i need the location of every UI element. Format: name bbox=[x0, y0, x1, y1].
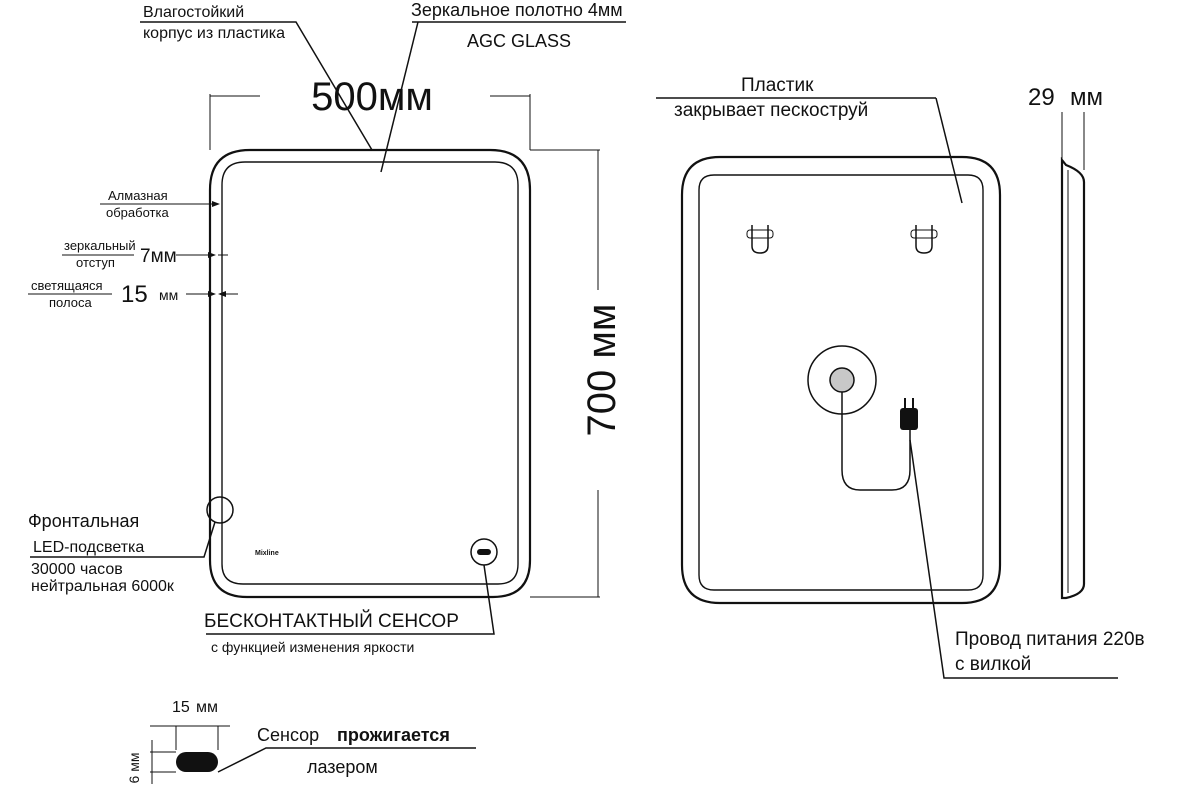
back-sensor-core bbox=[829, 367, 855, 393]
hanger-right bbox=[910, 225, 938, 254]
housing-label-line2: корпус из пластика bbox=[143, 25, 285, 42]
glow-label-line1: светящаяся bbox=[31, 278, 103, 293]
back-view: Пластик закрывает пескоструй Провод пита… bbox=[656, 75, 1145, 679]
width-dimension-label: 500мм bbox=[311, 75, 433, 119]
led-detail-circle bbox=[206, 496, 234, 524]
sensor-detail-text-a: Сенсор bbox=[257, 725, 319, 745]
depth-value: 29 bbox=[1028, 84, 1055, 111]
brand-mark: Mixline bbox=[255, 550, 279, 557]
touch-sensor-icon bbox=[477, 549, 491, 555]
plastic-label-line2: закрывает пескоструй bbox=[674, 100, 868, 121]
glow-label-line2: полоса bbox=[49, 295, 92, 310]
sensor-width-value: 15 bbox=[172, 699, 190, 716]
glow-unit: мм bbox=[159, 287, 178, 303]
side-profile bbox=[1060, 156, 1086, 600]
front-mirror-outer-frame bbox=[208, 148, 532, 599]
led-label-line1: Фронтальная bbox=[28, 511, 139, 531]
sensor-detail: 15 мм 6 мм Сенсор прожигается лазером bbox=[126, 699, 476, 784]
diamond-label-line1: Алмазная bbox=[108, 188, 168, 203]
mirror-offset-label-line1: зеркальный bbox=[64, 238, 136, 253]
led-label-line3: 30000 часов bbox=[31, 561, 123, 578]
cable-label-line2: с вилкой bbox=[955, 654, 1031, 675]
led-label-line2: LED-подсветка bbox=[33, 539, 144, 556]
front-view: 500мм 700 мм Влагостойкий корпус из плас… bbox=[28, 0, 626, 655]
glass-label-line1: Зеркальное полотно 4мм bbox=[411, 0, 623, 20]
glass-label-line2: AGC GLASS bbox=[467, 31, 571, 51]
sensor-height-label: 6 мм bbox=[126, 753, 142, 784]
sensor-detail-text-c: лазером bbox=[307, 757, 378, 777]
glow-value: 15 bbox=[121, 281, 148, 308]
power-plug-icon bbox=[900, 398, 918, 430]
depth-unit: мм bbox=[1070, 84, 1103, 111]
back-inner-panel bbox=[698, 174, 984, 591]
led-label-line4: нейтральная 6000к bbox=[31, 578, 175, 595]
diamond-label-line2: обработка bbox=[106, 205, 169, 220]
sensor-shape bbox=[176, 752, 218, 772]
cable-label-line1: Провод питания 220в bbox=[955, 629, 1145, 650]
sensor-label-line1: БЕСКОНТАКТНЫЙ СЕНСОР bbox=[204, 610, 459, 632]
housing-label-line1: Влагостойкий bbox=[143, 4, 244, 21]
front-mirror-inner-edge bbox=[221, 161, 519, 585]
side-view: 29 мм bbox=[1028, 84, 1103, 600]
mirror-offset-value: 7мм bbox=[140, 246, 177, 267]
sensor-width-unit: мм bbox=[196, 699, 218, 716]
plastic-label-line1: Пластик bbox=[741, 75, 814, 96]
hanger-left bbox=[746, 225, 774, 254]
mirror-offset-label-line2: отступ bbox=[76, 255, 115, 270]
sensor-detail-text-b: прожигается bbox=[337, 725, 450, 745]
height-dimension-label: 700 мм bbox=[580, 304, 624, 437]
sensor-label-line2: с функцией изменения яркости bbox=[211, 639, 414, 655]
